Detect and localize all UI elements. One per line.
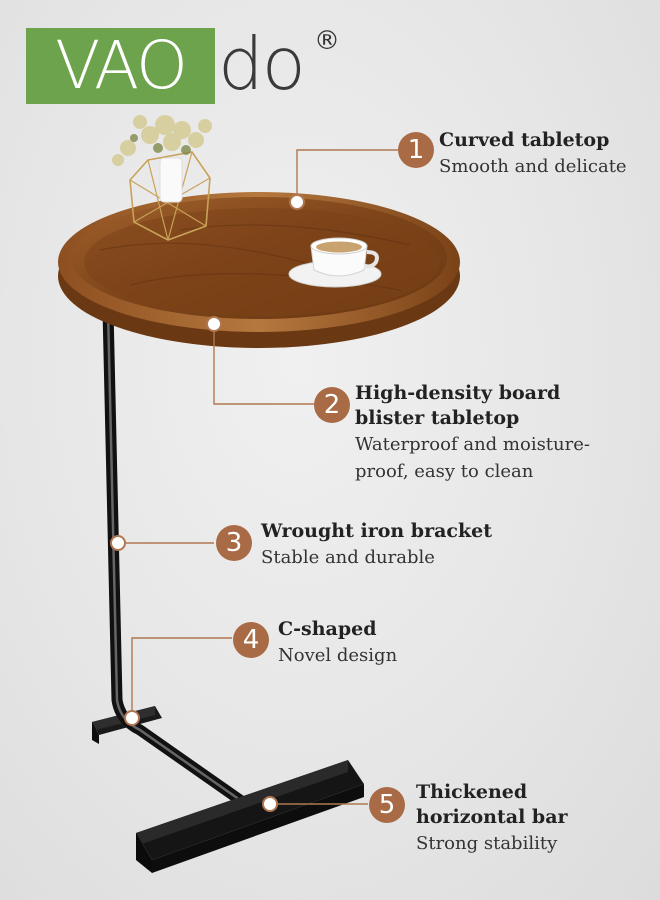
feature-badge-5: 5 [369,787,405,823]
leader-dots [110,194,305,812]
logo-main: VAO [26,28,215,104]
feature-3-title: Wrought iron bracket [261,520,493,542]
decor-coffee-cup [288,237,382,288]
feature-2-title-line2: blister tabletop [355,407,520,429]
feature-5-title-line2: horizontal bar [416,806,568,828]
feature-badge-1: 1 [398,132,434,168]
logo-suffix: do [218,22,306,106]
feature-2-desc-line1: Waterproof and moisture- [355,434,590,455]
feature-3: Wrought iron bracket Stable and durable [261,519,492,571]
feature-5-title-line1: Thickened [416,781,528,803]
leader-lines [118,149,398,805]
feature-2-desc-line2: proof, easy to clean [355,461,534,482]
feature-3-desc: Stable and durable [261,547,435,568]
feature-badge-2: 2 [314,387,350,423]
feature-1-desc: Smooth and delicate [439,156,627,177]
curved-tabletop [58,192,460,348]
registered-mark: ® [314,26,340,56]
feature-badge-4: 4 [233,622,269,658]
feature-5: Thickened horizontal bar Strong stabilit… [416,780,568,857]
feature-4-title: C-shaped [278,618,377,640]
feature-4: C-shaped Novel design [278,617,397,669]
decor-plant [112,115,212,241]
feature-5-desc: Strong stability [416,833,558,854]
feature-2-title-line1: High-density board [355,382,561,404]
base-bar-front [136,760,364,873]
feature-badge-3: 3 [216,525,252,561]
feature-1: Curved tabletop Smooth and delicate [439,128,627,180]
feature-2: High-density board blister tabletop Wate… [355,381,590,485]
feature-1-title: Curved tabletop [439,129,610,151]
feature-4-desc: Novel design [278,645,398,666]
